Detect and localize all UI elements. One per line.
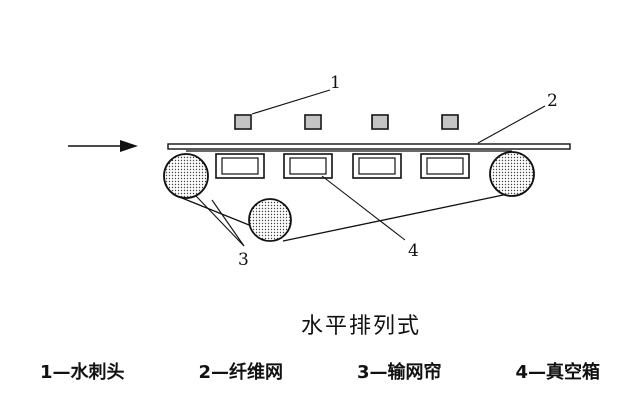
vacuum-box <box>283 153 333 179</box>
callout-3: 3 <box>238 250 249 270</box>
fiber-web <box>167 143 571 150</box>
legend-item: 4—真空箱 <box>515 362 600 383</box>
legend-item: 1—水刺头 <box>40 362 125 383</box>
legend: 1—水刺头 2—纤维网 3—输网帘 4—真空箱 <box>40 358 600 384</box>
hydroentangling-head <box>234 114 252 130</box>
vacuum-box <box>352 153 402 179</box>
hydroentangling-head <box>304 114 322 130</box>
conveyor-belt <box>176 150 512 242</box>
left-roller <box>163 153 209 199</box>
callout-2: 2 <box>547 91 558 111</box>
callout-4: 4 <box>408 241 419 261</box>
hydroentangling-head <box>371 114 389 130</box>
callout-1: 1 <box>330 73 341 93</box>
diagram-caption: 水平排列式 <box>300 314 421 339</box>
vacuum-box <box>420 153 470 179</box>
vacuum-boxes <box>215 153 470 179</box>
legend-item: 3—输网帘 <box>356 362 442 383</box>
conveyor-rollers <box>163 151 535 242</box>
feed-direction-arrow <box>68 140 138 152</box>
legend-item: 2—纤维网 <box>198 362 284 383</box>
vacuum-box <box>215 153 265 179</box>
right-roller <box>489 151 535 197</box>
hydroentangling-heads <box>234 114 459 130</box>
tension-roller <box>248 198 292 242</box>
hydroentangling-head <box>441 114 459 130</box>
callout-leaders <box>195 89 546 247</box>
